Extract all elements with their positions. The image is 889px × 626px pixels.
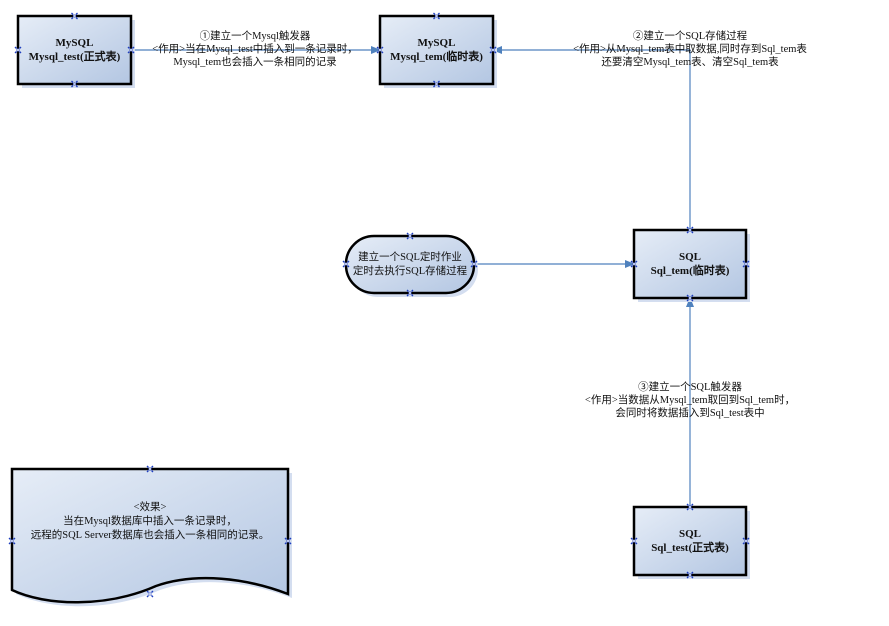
edge-label-3-line2: <作用>当数据从Mysql_tem取回到Sql_tem时， bbox=[584, 395, 796, 406]
node-sql-tem[interactable] bbox=[630, 226, 750, 302]
node-sql-test[interactable] bbox=[630, 503, 750, 579]
node-sql-job-label: 建立一个SQL定时作业 定时去执行SQL存储过程 bbox=[346, 236, 474, 293]
node-effect-line3: 远程的SQL Server数据库也会插入一条相同的记录。 bbox=[30, 530, 270, 541]
edge-sql-tem-to-mysql-tem[interactable] bbox=[492, 46, 691, 230]
node-sql-job-line1: 建立一个SQL定时作业 bbox=[358, 251, 462, 263]
edge-label-2-line2: <作用>从Mysql_tem表中取数据,同时存到Sql_tem表 bbox=[573, 44, 807, 55]
edge-label-1-line2: <作用>当在Mysql_test中插入到一条记录时， bbox=[152, 44, 358, 55]
node-mysql-tem-line1: MySQL bbox=[417, 37, 456, 49]
node-mysql-test-label: MySQL Mysql_test(正式表) bbox=[18, 16, 131, 84]
node-mysql-test-line2: Mysql_test(正式表) bbox=[28, 51, 121, 63]
node-mysql-test-line1: MySQL bbox=[55, 37, 94, 49]
edge-label-2-line3: 还要清空Mysql_tem表、清空Sql_tem表 bbox=[601, 57, 779, 68]
node-sql-tem-label: SQL Sql_tem(临时表) bbox=[634, 230, 746, 298]
edge-label-3-line1: ③建立一个SQL触发器 bbox=[638, 382, 742, 393]
node-effect-line1: <效果> bbox=[133, 502, 167, 513]
node-mysql-test[interactable] bbox=[14, 12, 135, 88]
node-effect-document[interactable] bbox=[8, 465, 292, 607]
node-effect-label: <效果> 当在Mysql数据库中插入一条记录时， 远程的SQL Server数据… bbox=[12, 501, 288, 543]
node-mysql-tem-line2: Mysql_tem(临时表) bbox=[390, 51, 483, 63]
node-mysql-tem[interactable] bbox=[376, 12, 497, 88]
node-sql-job-line2: 定时去执行SQL存储过程 bbox=[352, 265, 468, 277]
node-sql-test-line2: Sql_test(正式表) bbox=[651, 542, 729, 554]
edge-label-1-line1: ①建立一个Mysql触发器 bbox=[199, 31, 311, 42]
node-sql-tem-line2: Sql_tem(临时表) bbox=[650, 265, 730, 277]
edge-label-sql-procedure: ②建立一个SQL存储过程 <作用>从Mysql_tem表中取数据,同时存到Sql… bbox=[540, 30, 840, 69]
node-sql-test-line1: SQL bbox=[678, 528, 701, 540]
node-effect-line2: 当在Mysql数据库中插入一条记录时， bbox=[63, 516, 237, 527]
edge-label-mysql-trigger: ①建立一个Mysql触发器 <作用>当在Mysql_test中插入到一条记录时，… bbox=[135, 30, 375, 69]
node-mysql-tem-label: MySQL Mysql_tem(临时表) bbox=[380, 16, 493, 84]
edge-label-3-line3: 会同时将数据插入到Sql_test表中 bbox=[615, 408, 765, 419]
edge-label-2-line1: ②建立一个SQL存储过程 bbox=[632, 31, 748, 42]
edge-label-sql-trigger: ③建立一个SQL触发器 <作用>当数据从Mysql_tem取回到Sql_tem时… bbox=[560, 381, 820, 420]
node-sql-job[interactable] bbox=[342, 232, 478, 297]
node-sql-tem-line1: SQL bbox=[678, 251, 701, 263]
node-sql-test-label: SQL Sql_test(正式表) bbox=[634, 507, 746, 575]
edge-label-1-line3: Mysql_tem也会插入一条相同的记录 bbox=[173, 57, 337, 68]
